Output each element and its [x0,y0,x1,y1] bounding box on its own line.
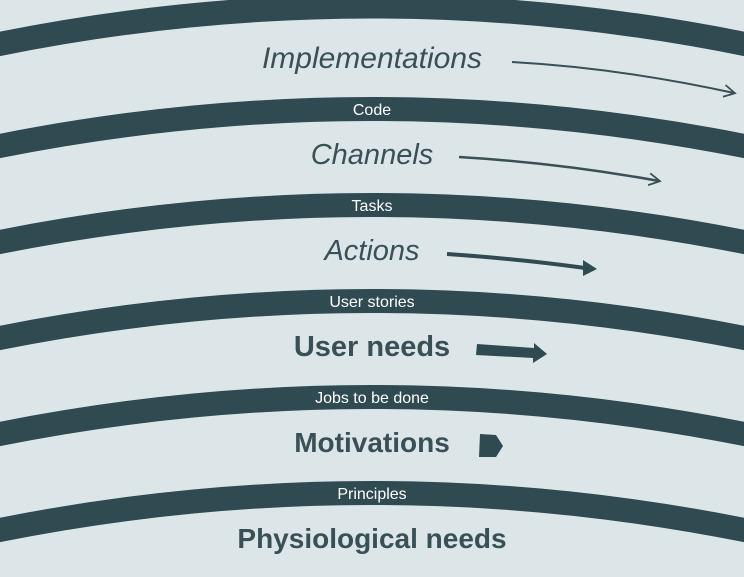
layer-label-motivations: Motivations [294,427,450,458]
layer-label-physiological-needs: Physiological needs [237,523,506,554]
layer-label-actions: Actions [322,235,419,267]
band-code [0,97,744,159]
band-label-tasks: Tasks [352,198,393,215]
band-label-code: Code [353,102,391,119]
arrow-channels [458,155,662,186]
band-tasks [0,193,744,255]
layer-label-user-needs: User needs [294,331,450,363]
band-jobs-to-be-done [0,385,744,447]
arrow-motivations [479,434,503,457]
arrow-user-needs [476,343,547,363]
arrow-actions [446,252,597,276]
band-top [0,0,744,57]
layer-label-channels: Channels [311,139,434,171]
layer-label-implementations: Implementations [262,42,482,75]
arrow-implementations [511,61,737,98]
band-label-principles: Principles [337,486,406,503]
band-label-jobs-to-be-done: Jobs to be done [315,390,429,407]
band-label-user-stories: User stories [329,294,414,311]
band-user-stories [0,289,744,351]
band-principles [0,481,744,543]
